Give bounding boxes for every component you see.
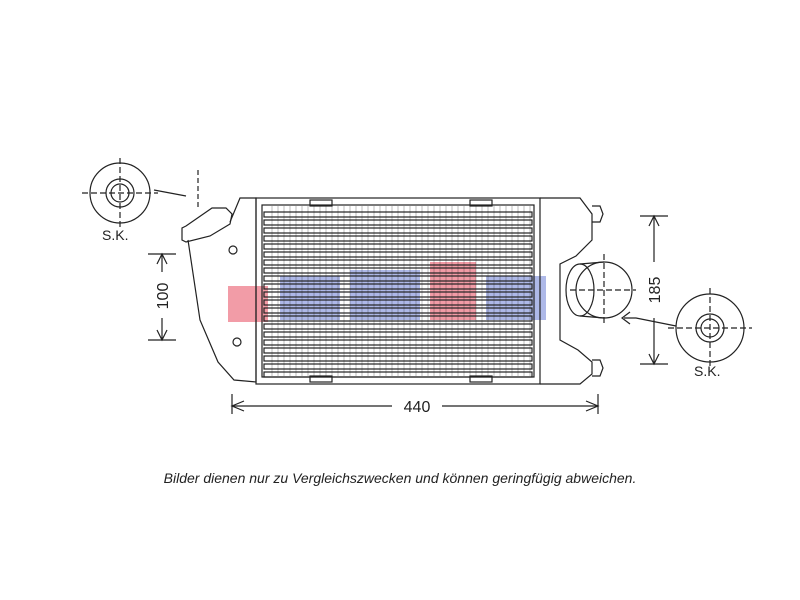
dimension-width: [230, 394, 600, 414]
core-fins: [263, 206, 533, 378]
section-detail-left: [82, 158, 199, 228]
right-tank: [540, 197, 636, 385]
dimension-depth: [640, 214, 668, 366]
left-tank: [181, 197, 257, 383]
dim-label-width: 440: [404, 399, 431, 416]
disclaimer-caption: Bilder dienen nur zu Vergleichszwecken u…: [163, 470, 637, 486]
section-label-left: S.K.: [102, 227, 128, 243]
section-label-right: S.K.: [694, 363, 720, 379]
dim-label-height: 100: [155, 283, 172, 310]
dimension-height: [148, 252, 176, 342]
section-detail-right: [621, 288, 752, 368]
dim-label-depth: 185: [647, 277, 664, 304]
